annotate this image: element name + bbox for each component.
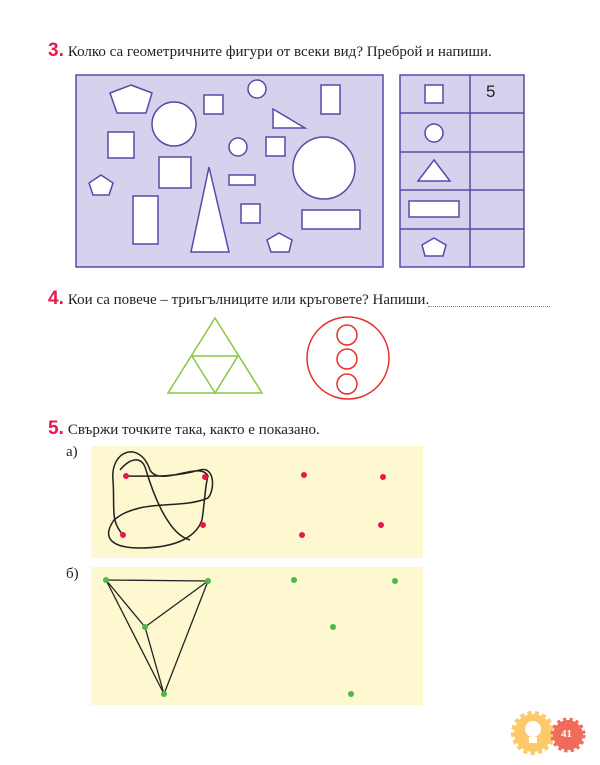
- task-5b-dots: [103, 577, 398, 697]
- page-number-gear-icon: [550, 717, 586, 753]
- task-4-circles-figure: [306, 316, 390, 400]
- task-4-answer-line[interactable]: [428, 296, 550, 307]
- part-b-label: б): [66, 566, 79, 582]
- task-4-heading: 4.Кои са повече – триъгълниците или кръг…: [48, 288, 429, 310]
- square-count-value[interactable]: 5: [486, 82, 496, 101]
- task-3-shapes-panel: [75, 74, 384, 268]
- lightbulb-gear-icon: [511, 711, 555, 755]
- task-5-number: 5.: [48, 418, 64, 439]
- task-4-triangles-figure: [166, 316, 264, 395]
- task-5-heading: 5.Свържи точките така, както е показано.: [48, 418, 320, 440]
- task-4-text: Кои са повече – триъгълниците или кръгов…: [67, 292, 430, 308]
- task-3-number: 3.: [48, 40, 64, 61]
- task-4-number: 4.: [48, 288, 64, 309]
- task-5a-dots: [120, 472, 386, 538]
- page-number: 41: [561, 728, 572, 740]
- task-3-text: Колко са геометричните фигури от всеки в…: [67, 44, 492, 60]
- part-a-label: а): [66, 444, 78, 460]
- task-3-count-table: [399, 74, 525, 268]
- task-3-heading: 3.Колко са геометричните фигури от всеки…: [48, 40, 492, 62]
- task-5a-panel: [91, 446, 423, 558]
- task-5-text: Свържи точките така, както е показано.: [67, 422, 320, 438]
- task-5b-panel: [91, 567, 423, 705]
